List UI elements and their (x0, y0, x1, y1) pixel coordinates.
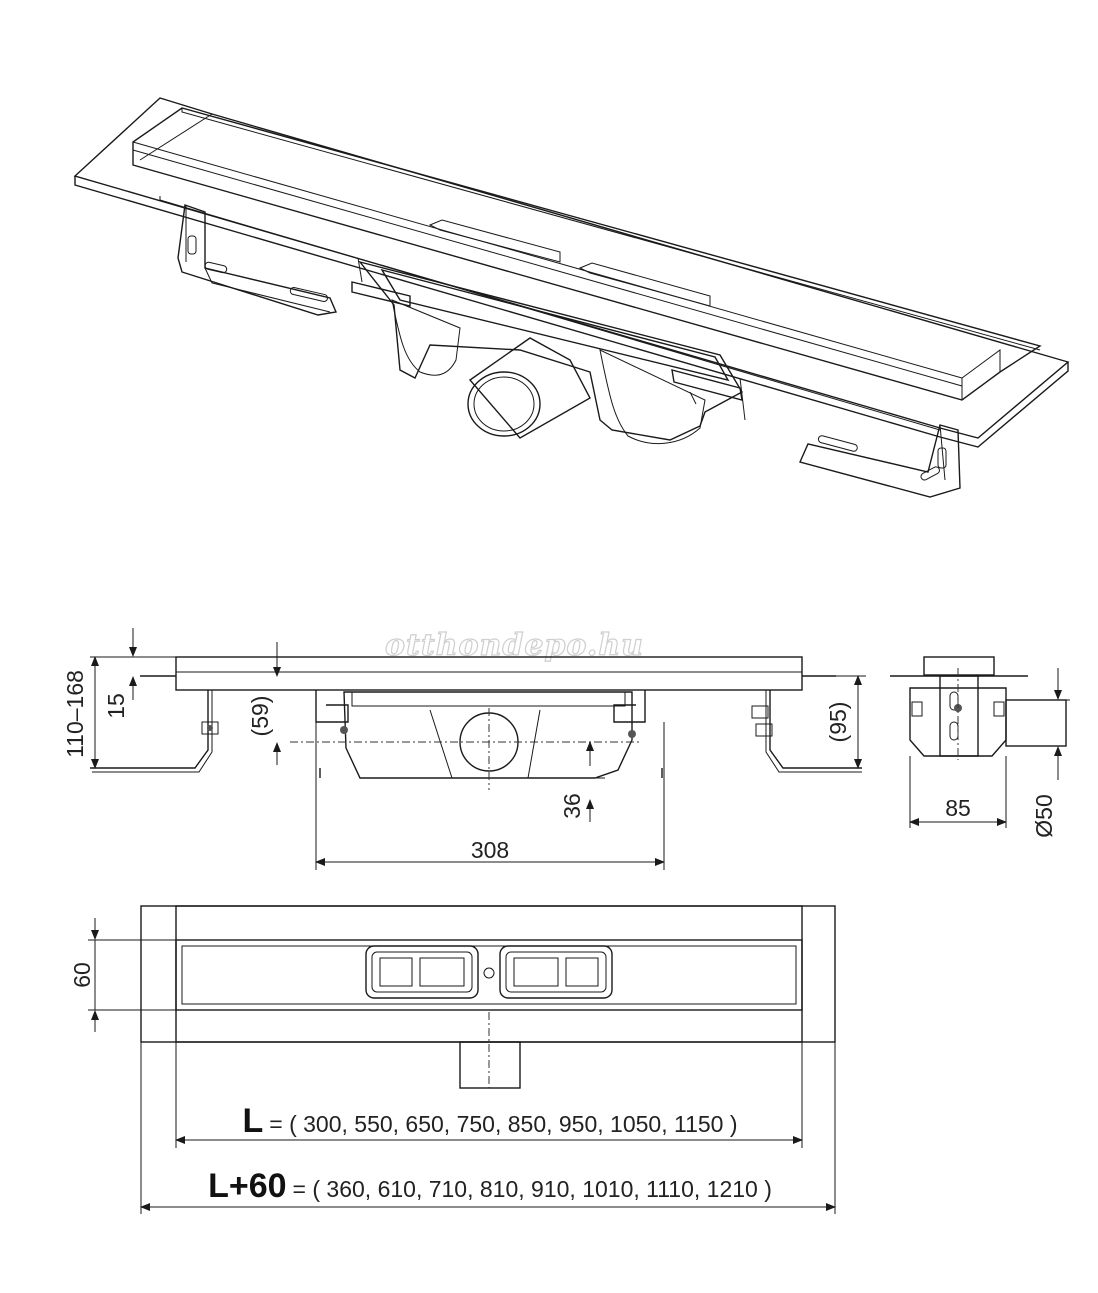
plan-view (140, 905, 836, 1089)
side-elevation-view (90, 656, 862, 790)
dim-end-width: 85 (945, 795, 971, 821)
end-dimensions: 85 Ø50 (909, 668, 1070, 838)
dim-height-range: 110–168 (62, 670, 88, 758)
total-length-values: = ( 360, 610, 710, 810, 910, 1010, 1110,… (293, 1176, 772, 1202)
dim-depth: (95) (825, 702, 851, 743)
end-view (890, 656, 1067, 760)
total-length-formula: L+60 = ( 360, 610, 710, 810, 910, 1010, 1… (208, 1167, 772, 1205)
dim-channel-width: 60 (69, 962, 95, 988)
dim-outlet-diameter: Ø50 (1031, 794, 1057, 837)
length-values: = ( 300, 550, 650, 750, 850, 950, 1050, … (269, 1111, 737, 1137)
watermark: otthondepo.hu (385, 628, 644, 663)
length-formula: L= ( 300, 550, 650, 750, 850, 950, 1050,… (242, 1102, 737, 1140)
dim-trap-width: 308 (471, 837, 509, 863)
plan-dimensions: 60 L= ( 300, 550, 650, 750, 850, 950, 10… (69, 918, 836, 1214)
dim-bottom-clearance: 36 (559, 793, 585, 819)
dim-outlet-axis: (59) (247, 696, 273, 737)
right-mounting-bracket (799, 424, 961, 498)
grate-clip-left (365, 945, 479, 999)
left-mounting-bracket (177, 204, 337, 316)
total-length-label: L+60 (208, 1167, 286, 1205)
plan-outlet-pipe (459, 1041, 521, 1089)
length-label: L (242, 1102, 263, 1140)
grate-clip-right (499, 945, 613, 999)
isometric-view (73, 97, 1070, 498)
side-dimensions: 110–168 15 (59) (95) 36 308 (62, 628, 866, 870)
dim-top-offset: 15 (103, 693, 129, 719)
drain-trap-body (351, 257, 746, 445)
